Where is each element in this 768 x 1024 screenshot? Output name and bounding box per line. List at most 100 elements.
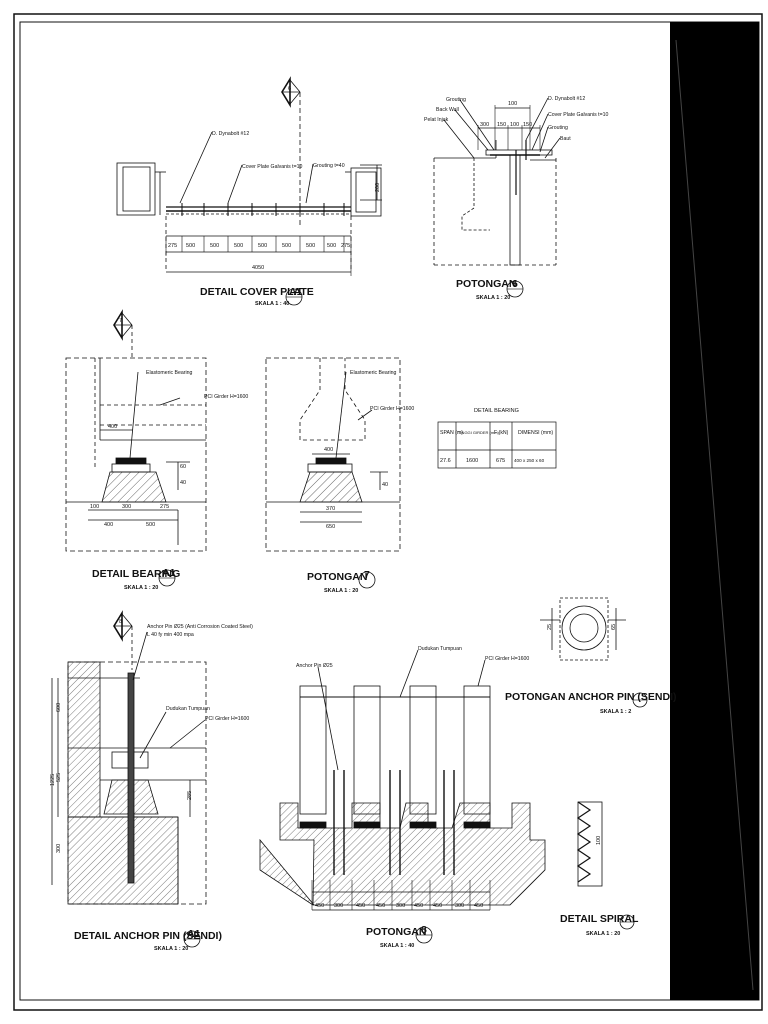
table-h3: DIMENSI (mm) (518, 430, 553, 436)
anchor-section-title: POTONGAN ANCHOR PIN (SENDI) (505, 691, 677, 703)
bearing-dim-b2: 275 (160, 504, 169, 510)
dim-5: 500 (282, 243, 291, 249)
cover-plate-scale: SKALA 1 : 40 (255, 301, 289, 307)
anchor-dim-1: 525 (56, 773, 62, 782)
cover-plate-detail (116, 76, 382, 276)
p8-dim-1: 300 (334, 903, 343, 909)
dim-0: 275 (168, 243, 177, 249)
potongan6-texts: Grouting Back Wall Pelat Injak D. Dynabo… (424, 96, 609, 301)
potongan8-section (259, 649, 546, 911)
dynabolt-label: D. Dynabolt #12 (212, 131, 249, 137)
bearing-dim-c0: 400 (104, 522, 113, 528)
anchor-pin-detail (51, 610, 207, 905)
p8-dim-2: 450 (356, 903, 365, 909)
cover-plate-label: Cover Plate Galvanis t=10 (242, 164, 303, 170)
bearing-dim-h1: 60 (180, 464, 186, 470)
table-title: DETAIL BEARING (474, 408, 519, 414)
total-dim: 4050 (252, 265, 264, 271)
callout-6-label: 6 (288, 86, 291, 92)
dim-2: 500 (210, 243, 219, 249)
p7-elastomer-label: Elastomeric Bearing (350, 370, 397, 376)
p6-dynabolt-label: D. Dynabolt #12 (548, 96, 585, 102)
dudukan-label: Dudukan Tumpuan (166, 706, 210, 712)
spiral-texts: 100 DETAIL SPIRAL SKALA 1 : 20 (560, 836, 639, 937)
bearing-table-texts: DETAIL BEARING SPAN (m) TINGGI GIRDER (m… (440, 408, 553, 464)
potongan6-title: POTONGAN (456, 278, 516, 290)
anchor-dim-2: 1225 (50, 774, 56, 786)
p6-dim-top: 100 (508, 101, 517, 107)
p6-grouting-label: Grouting (446, 97, 466, 103)
anchor-dim-0: 600 (56, 703, 62, 712)
p7-girder-label: PCI Girder H=1600 (370, 406, 414, 412)
p7-dim-mid: 370 (326, 506, 335, 512)
dim-4: 500 (258, 243, 267, 249)
spiral-scale: SKALA 1 : 20 (586, 931, 620, 937)
p8-dim-3: 450 (376, 903, 385, 909)
potongan7-section (265, 357, 401, 552)
spiral-detail (576, 801, 603, 887)
bearing-dim-b0: 100 (90, 504, 99, 510)
p6-dim-4: 150 (523, 122, 532, 128)
potongan7-scale: SKALA 1 : 20 (324, 588, 358, 594)
p8-dim-5: 450 (414, 903, 423, 909)
table-h1: TINGGI GIRDER (mm) (458, 430, 500, 435)
p6-dim-3: 100 (510, 122, 519, 128)
title-block (670, 22, 759, 1000)
anchor-scale: SKALA 1 : 20 (154, 946, 188, 952)
potongan6-scale: SKALA 1 : 20 (476, 295, 510, 301)
anchor-callout: 8 (119, 619, 122, 625)
potongan8-texts: Anchor Pin Ø25 Dudukan Tumpuan PCI Girde… (296, 646, 529, 949)
cover-plate-title: DETAIL COVER PLATE (200, 286, 314, 298)
anchor-ref: A1 (187, 928, 201, 940)
potongan7-title: POTONGAN (307, 571, 367, 583)
bearing-detail (65, 309, 207, 552)
p6-backwall-label: Back Wall (436, 107, 459, 113)
p8-girder-label: PCI Girder H=1600 (485, 656, 529, 662)
dim-1: 500 (186, 243, 195, 249)
anchor-label2: L 40 fy min 400 mpa (147, 632, 194, 638)
p7-dim-bottom: 650 (326, 524, 335, 530)
p7-dim-top: 400 (324, 447, 333, 453)
bearing-dim-top: 400 (108, 424, 117, 430)
table-c3: 400 x 250 x 60 (514, 458, 545, 463)
potongan8-ref: 8 (421, 924, 427, 936)
potongan8-scale: SKALA 1 : 40 (380, 943, 414, 949)
dim-6: 500 (306, 243, 315, 249)
table-h2: F (kN) (494, 430, 509, 436)
anchor-label: Anchor Pin Ø25 (Anti Corrosion Coated St… (147, 624, 253, 630)
grouting-label: Grouting t=40 (313, 163, 345, 169)
spiral-title: DETAIL SPIRAL (560, 913, 639, 925)
bearing-dim-h2: 40 (180, 480, 186, 486)
p6-baut-label: Baut (560, 136, 571, 142)
potongan7-ref: 7 (364, 569, 370, 581)
dim-3: 500 (234, 243, 243, 249)
elastomer-label: Elastomeric Bearing (146, 370, 193, 376)
bearing-texts: 7 Elastomeric Bearing PCI Girder H=1600 … (90, 318, 248, 591)
bearing-dim-c1: 500 (146, 522, 155, 528)
table-c0: 27.6 (440, 458, 451, 464)
anchor-girder-label: PCI Girder H=1600 (205, 716, 249, 722)
p6-pelat-label: Pelat Injak (424, 117, 449, 123)
p8-dim-6: 450 (433, 903, 442, 909)
bearing-dim-b1: 300 (122, 504, 131, 510)
bearing-table (437, 421, 557, 469)
table-h0: SPAN (m) (440, 430, 463, 436)
anchor-dim-3: 300 (56, 844, 62, 853)
p8-dudukan-label: Dudukan Tumpuan (418, 646, 462, 652)
p6-dim-1: 300 (480, 122, 489, 128)
bearing-scale: SKALA 1 : 20 (124, 585, 158, 591)
girder-label: PCI Girder H=1600 (204, 394, 248, 400)
dim-7: 500 (327, 243, 336, 249)
table-c1: 1600 (466, 458, 478, 464)
table-c2: 675 (496, 458, 505, 464)
anchor-section-d2: 65 (611, 624, 617, 630)
p6-cover-label: Cover Plate Galvanis t=10 (548, 112, 609, 118)
anchor-section-texts: 25 65 POTONGAN ANCHOR PIN (SENDI) SKALA … (505, 624, 677, 715)
potongan8-title: POTONGAN (366, 926, 426, 938)
cover-plate-texts: 6 D. Dynabolt #12 Cover Plate Galvanis t… (168, 86, 381, 307)
p6-grouting2-label: Grouting (548, 125, 568, 131)
anchor-section-scale: SKALA 1 : 2 (600, 709, 631, 715)
anchor-section-d1: 25 (547, 624, 553, 630)
side-dim: 200 (375, 183, 381, 192)
